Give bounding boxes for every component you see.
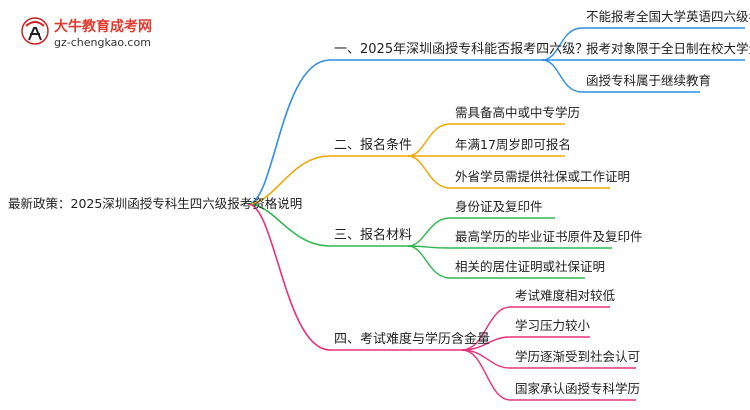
branch-2-label: 二、报名条件: [334, 138, 413, 153]
leaf-2-2: 年满17周岁即可报名: [455, 137, 571, 152]
branch-1-label: 一、2025年深圳函授专科能否报考四六级？: [334, 42, 589, 57]
connector-root-branch-2: [247, 155, 331, 205]
leaf-4-1: 考试难度相对较低: [515, 288, 616, 303]
connector-branch-2-leaf-3: [407, 155, 451, 189]
connector-root-branch-4: [247, 203, 331, 351]
connector-branch-3-leaf-1: [407, 217, 451, 247]
connector-branch-4-leaf-4: [461, 349, 511, 401]
leaf-3-2: 最高学历的毕业证书原件及复印件: [455, 229, 643, 244]
leaf-2-3: 外省学员需提供社保或工作证明: [455, 169, 631, 184]
site-logo: 大牛教育成考网 gz-chengkao.com: [20, 14, 190, 54]
connector-branch-2-leaf-1: [407, 123, 451, 157]
leaf-1-3: 函授专科属于继续教育: [586, 73, 712, 88]
connector-branch-3-leaf-3: [407, 245, 451, 279]
bull-logo-icon: [21, 17, 49, 45]
leaf-3-1: 身份证及复印件: [455, 199, 543, 214]
connector-branch-4-leaf-1: [461, 306, 511, 351]
leaf-4-2: 学习压力较小: [515, 318, 591, 333]
connector-branch-1-leaf-3: [541, 59, 583, 93]
branch-3-label: 三、报名材料: [334, 228, 413, 243]
leaf-1-1: 不能报考全国大学英语四六级考试: [586, 9, 750, 24]
logo-title: 大牛教育成考网: [54, 19, 152, 35]
connector-branch-4-leaf-2: [461, 336, 511, 351]
leaf-4-4: 国家承认函授专科学历: [515, 381, 641, 396]
connector-branch-4-leaf-3: [461, 349, 511, 369]
leaf-2-1: 需具备高中或中专学历: [455, 105, 581, 120]
connector-branch-1-leaf-1: [541, 27, 583, 61]
leaf-4-3: 学历逐渐受到社会认可: [515, 349, 641, 364]
logo-url: gz-chengkao.com: [54, 36, 151, 49]
leaf-3-3: 相关的居住证明或社保证明: [455, 259, 606, 274]
branch-4-label: 四、考试难度与学历含金量: [334, 332, 491, 347]
connector-root-branch-1: [247, 59, 331, 205]
leaf-1-2: 报考对象限于全日制在校大学生: [586, 41, 750, 56]
root-topic: 最新政策：2025深圳函授专科生四六级报考资格说明: [8, 196, 303, 211]
connector-root-branch-3: [247, 203, 331, 247]
